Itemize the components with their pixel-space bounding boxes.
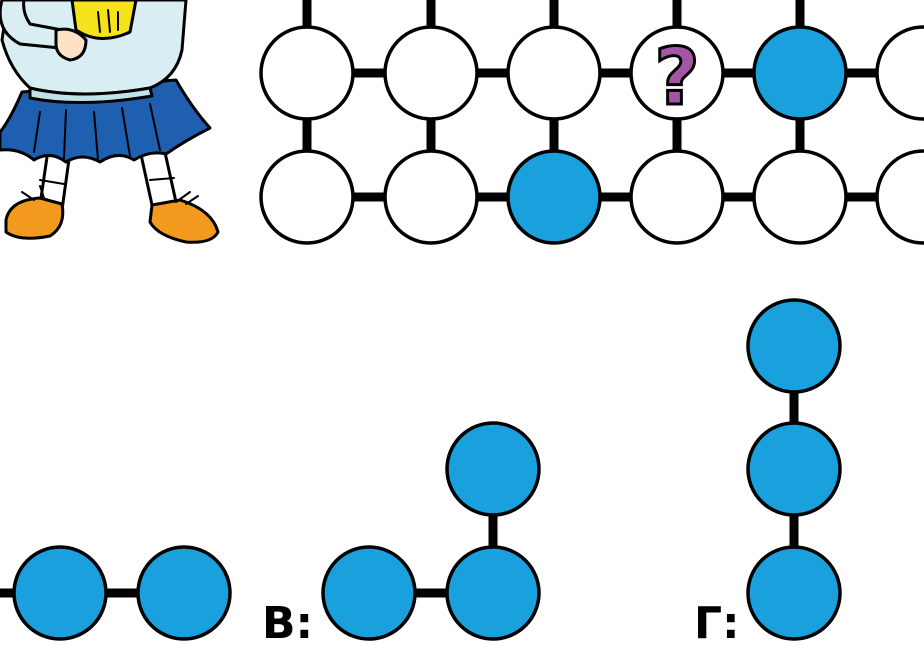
grid-node-filled xyxy=(752,25,848,121)
option-vertical-triple[interactable] xyxy=(746,298,842,641)
grid-node-empty xyxy=(875,149,924,245)
option-node-filled xyxy=(12,545,108,641)
option-node-filled xyxy=(746,298,842,394)
grid-node-empty xyxy=(752,149,848,245)
question-mark: ? xyxy=(654,33,699,123)
grid-bottom-row xyxy=(259,149,924,245)
grid-node-empty xyxy=(383,149,479,245)
option-label-g: Г: xyxy=(694,598,740,649)
grid-node-empty xyxy=(383,25,479,121)
grid-node-empty xyxy=(506,25,602,121)
option-label-b: В: xyxy=(262,598,314,649)
option-node-filled xyxy=(136,545,232,641)
grid-node-filled xyxy=(506,149,602,245)
grid-node-empty xyxy=(629,149,725,245)
grid-top-row xyxy=(259,25,924,121)
grid-node-question xyxy=(629,25,725,121)
option-node-filled xyxy=(746,421,842,517)
option-corner-shape[interactable] xyxy=(321,421,541,641)
cartoon-girl-illustration xyxy=(0,0,220,244)
option-node-filled xyxy=(445,545,541,641)
option-node-filled xyxy=(321,545,417,641)
grid-node-empty xyxy=(259,149,355,245)
option-horizontal-pair[interactable] xyxy=(0,545,232,641)
grid-node-empty xyxy=(875,25,924,121)
grid-connectors xyxy=(302,0,880,202)
option-node-filled xyxy=(746,545,842,641)
option-node-filled xyxy=(445,421,541,517)
grid-node-empty xyxy=(259,25,355,121)
